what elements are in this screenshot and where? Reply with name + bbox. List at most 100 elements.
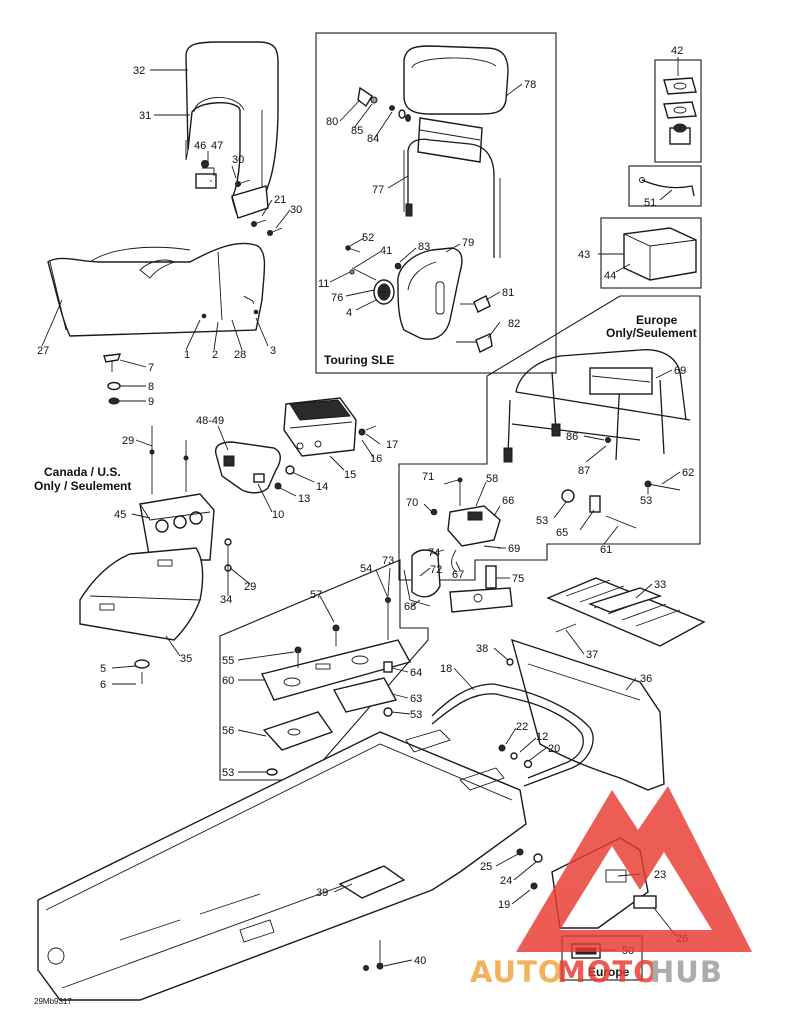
callout-60: 60 bbox=[222, 675, 234, 687]
callout-41: 41 bbox=[380, 245, 392, 257]
touring-backrest bbox=[357, 45, 509, 258]
europe-plate-label: Europe bbox=[588, 965, 630, 979]
callout-48-49: 48-49 bbox=[196, 415, 224, 427]
callout-63: 63 bbox=[410, 693, 422, 705]
callout-44: 44 bbox=[604, 270, 616, 282]
callout-2: 2 bbox=[212, 349, 218, 361]
touring-sle-label: Touring SLE bbox=[324, 353, 394, 367]
callout-80: 80 bbox=[326, 116, 338, 128]
callout-33: 33 bbox=[654, 579, 666, 591]
watermark-triangle-logo bbox=[516, 786, 752, 952]
grab-handle-18 bbox=[431, 623, 594, 787]
callout-13: 13 bbox=[298, 493, 310, 505]
rack-69 bbox=[503, 349, 691, 529]
callout-29: 29 bbox=[244, 581, 256, 593]
callout-54: 54 bbox=[360, 563, 372, 575]
callout-25: 25 bbox=[480, 861, 492, 873]
callout-84: 84 bbox=[367, 133, 379, 145]
callout-18: 18 bbox=[440, 663, 452, 675]
callout-56: 56 bbox=[222, 725, 234, 737]
tunnel-frame bbox=[37, 729, 527, 1001]
callout-11: 11 bbox=[318, 278, 329, 290]
box-43 bbox=[600, 217, 702, 289]
callout-81: 81 bbox=[502, 287, 514, 299]
notes: Touring SLE Europe Only/Seulement Canada… bbox=[34, 313, 697, 1006]
touring-bracket bbox=[345, 245, 493, 353]
callout-53: 53 bbox=[410, 709, 422, 721]
cover-35 bbox=[79, 547, 204, 684]
callout-77: 77 bbox=[372, 184, 384, 196]
box-51 bbox=[628, 165, 702, 207]
backrest-assembly bbox=[185, 41, 283, 236]
callout-5: 5 bbox=[100, 663, 106, 675]
drawing-code: 29Mb9317 bbox=[34, 997, 72, 1006]
callout-65: 65 bbox=[556, 527, 568, 539]
plate-60 bbox=[261, 597, 412, 717]
callout-35: 35 bbox=[180, 653, 192, 665]
touring-sle-box bbox=[315, 32, 557, 374]
callout-34: 34 bbox=[220, 594, 232, 606]
leader-lines bbox=[41, 57, 681, 967]
callout-52: 52 bbox=[362, 232, 374, 244]
callout-70: 70 bbox=[406, 497, 418, 509]
callout-72: 72 bbox=[430, 564, 442, 576]
callout-28: 28 bbox=[234, 349, 246, 361]
seat-hardware bbox=[103, 353, 122, 405]
callout-1: 1 bbox=[184, 349, 190, 361]
callout-47: 47 bbox=[211, 140, 223, 152]
callout-23: 23 bbox=[654, 869, 666, 881]
bracket-area-box bbox=[219, 559, 429, 781]
watermark-hub: HUB bbox=[650, 955, 723, 989]
callout-86: 86 bbox=[566, 431, 578, 443]
europe-only-line1: Europe bbox=[636, 313, 678, 327]
callout-51: 51 bbox=[644, 197, 656, 209]
callout-22: 22 bbox=[516, 721, 528, 733]
callout-42: 42 bbox=[671, 45, 683, 57]
callout-labels: 32 31 46 47 30 21 30 27 1 2 28 3 7 8 9 7… bbox=[37, 45, 694, 967]
callout-24: 24 bbox=[500, 875, 512, 887]
taillight-15 bbox=[283, 397, 377, 457]
callout-78: 78 bbox=[524, 79, 536, 91]
bracket-58 bbox=[403, 477, 513, 613]
callout-74: 74 bbox=[428, 547, 440, 559]
callout-29: 29 bbox=[122, 435, 134, 447]
callout-66: 66 bbox=[502, 495, 514, 507]
watermark-auto: AUTO bbox=[470, 955, 564, 989]
callout-83: 83 bbox=[418, 241, 430, 253]
seat-assembly bbox=[47, 242, 266, 337]
europe-rack-box bbox=[398, 295, 701, 581]
callout-76: 76 bbox=[331, 292, 343, 304]
callout-16: 16 bbox=[370, 453, 382, 465]
watermark-moto: MOTO bbox=[557, 955, 659, 989]
callout-46: 46 bbox=[194, 140, 206, 152]
callout-17: 17 bbox=[386, 439, 398, 451]
callout-53: 53 bbox=[536, 515, 548, 527]
callout-40: 40 bbox=[414, 955, 426, 967]
callout-62: 62 bbox=[682, 467, 694, 479]
part-51 bbox=[639, 177, 695, 197]
flap-36 bbox=[510, 638, 665, 791]
callout-61: 61 bbox=[600, 544, 612, 556]
automotohub-watermark: AUTO MOTO HUB bbox=[470, 786, 752, 989]
callout-73: 73 bbox=[382, 555, 394, 567]
callout-6: 6 bbox=[100, 679, 106, 691]
callout-32: 32 bbox=[133, 65, 145, 77]
europe-only-line2: Only/Seulement bbox=[606, 326, 697, 340]
callout-8: 8 bbox=[148, 381, 154, 393]
callout-67: 67 bbox=[452, 569, 464, 581]
callout-3: 3 bbox=[270, 345, 276, 357]
callout-37: 37 bbox=[586, 649, 598, 661]
callout-85: 85 bbox=[351, 125, 363, 137]
callout-20: 20 bbox=[548, 743, 560, 755]
plate-56 bbox=[262, 711, 334, 776]
callout-53: 53 bbox=[222, 767, 234, 779]
callout-7: 7 bbox=[148, 362, 154, 374]
callout-14: 14 bbox=[316, 481, 328, 493]
callout-19: 19 bbox=[498, 899, 510, 911]
callout-69: 69 bbox=[674, 365, 686, 377]
callout-38: 38 bbox=[476, 643, 488, 655]
callout-36: 36 bbox=[640, 673, 652, 685]
callout-39: 39 bbox=[316, 887, 328, 899]
bracket-45 bbox=[139, 426, 232, 572]
